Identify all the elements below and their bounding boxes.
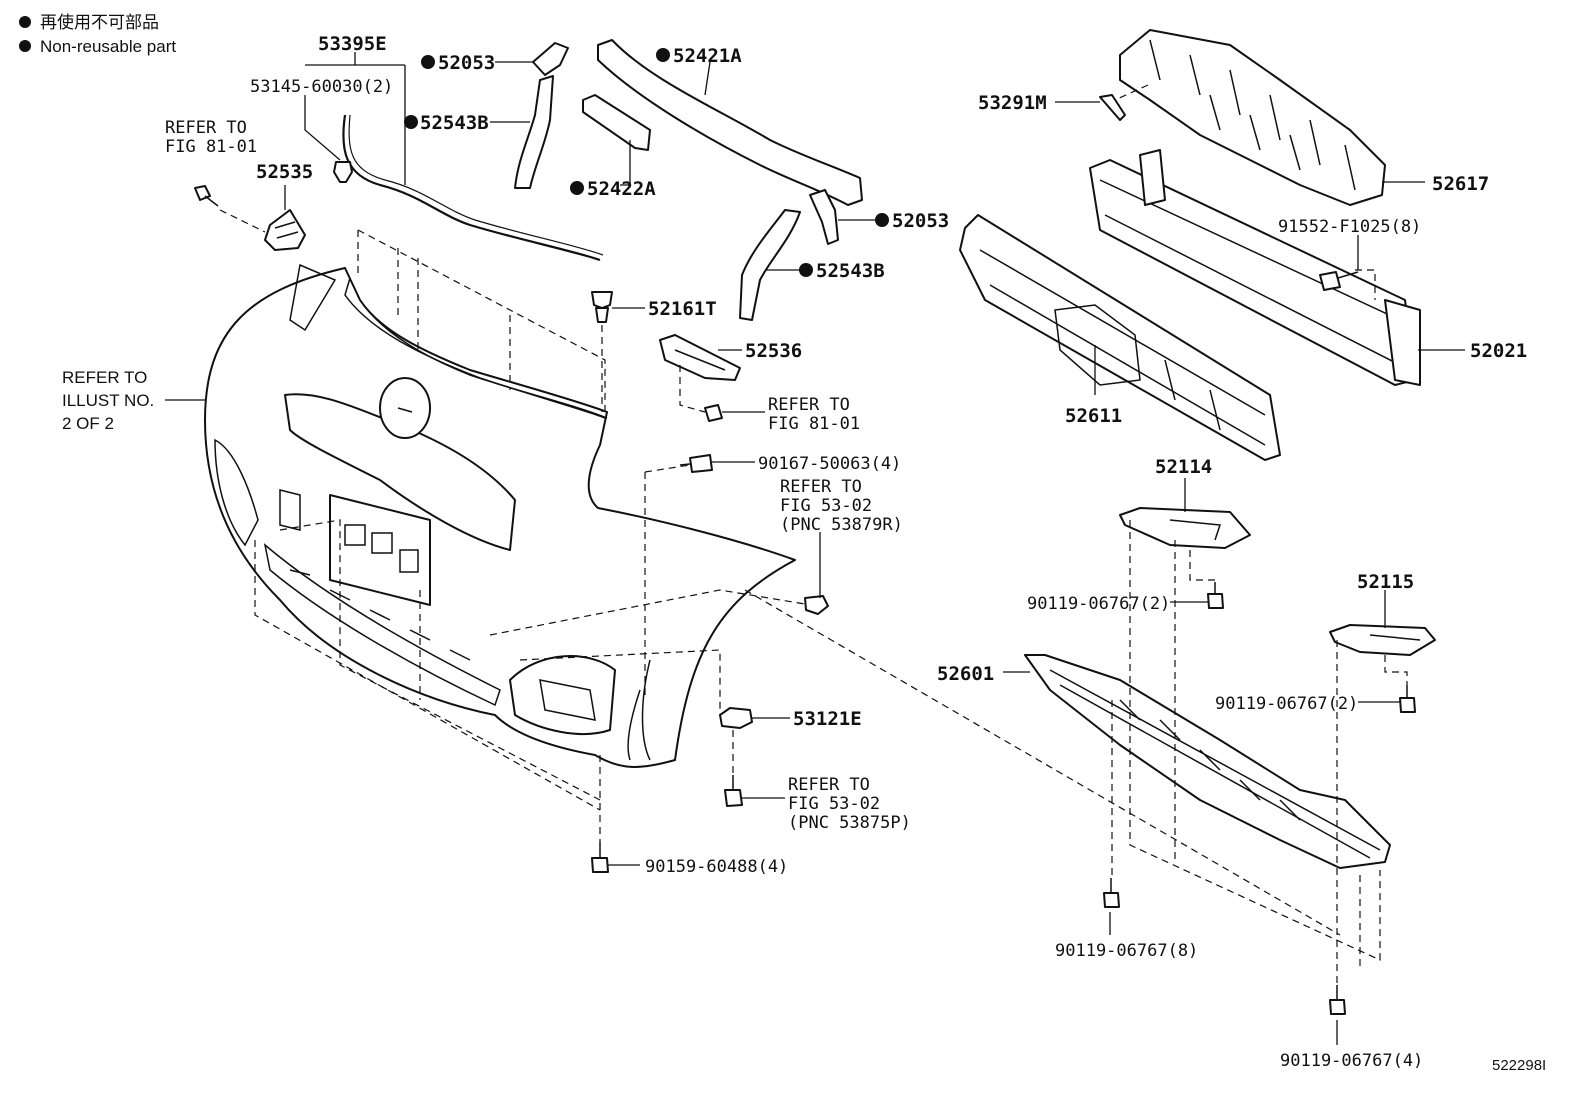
label-52543B: 52543B	[816, 260, 885, 282]
label-90167: 90167-50063(4)	[758, 454, 901, 474]
label-90119: 90119-06767(8)	[1055, 941, 1198, 961]
label-52422A: 52422A	[587, 178, 656, 200]
label-52601: 52601	[937, 663, 994, 685]
bolt-90119-icon	[1207, 582, 1224, 609]
label-52611: 52611	[1065, 405, 1122, 427]
legend: 再使用不可部品 Non-reusable part	[19, 12, 176, 56]
pad-52053-right	[809, 189, 839, 245]
label-90159: 90159-60488(4)	[645, 857, 788, 877]
label-53145: 53145-60030(2)	[250, 77, 393, 97]
non-reusable-dot-icon	[799, 263, 813, 277]
label-52115: 52115	[1357, 571, 1414, 593]
bolt-90119-icon	[1399, 685, 1416, 713]
non-reusable-dot-icon	[570, 181, 584, 195]
clip-53291M	[1099, 94, 1126, 121]
refer-line: FIG 53-02	[780, 496, 872, 516]
label-52114: 52114	[1155, 456, 1212, 478]
refer-line: REFER TO	[780, 477, 862, 497]
nut-icon	[804, 595, 829, 615]
refer-line: REFER TO	[165, 118, 247, 138]
refer-line: ILLUST NO.	[62, 391, 154, 410]
label-52021: 52021	[1470, 340, 1527, 362]
refer-line: REFER TO	[768, 395, 850, 415]
screw-90167-icon	[679, 454, 713, 473]
non-reusable-dot-icon	[19, 40, 31, 52]
label-52536: 52536	[745, 340, 802, 362]
figure-id: 522298I	[1492, 1057, 1546, 1074]
legend-jp: 再使用不可部品	[40, 12, 159, 32]
legend-en: Non-reusable part	[40, 37, 176, 56]
non-reusable-dot-icon	[656, 48, 670, 62]
label-91552: 91552-F1025(8)	[1278, 217, 1421, 237]
refer-r5: REFER TO FIG 53-02 (PNC 53875P)	[788, 775, 911, 833]
non-reusable-dot-icon	[421, 55, 435, 69]
seal-strip-53395E	[342, 114, 601, 262]
refer-r4: REFER TO FIG 53-02 (PNC 53879R)	[780, 477, 903, 535]
clip-53145	[333, 161, 353, 183]
bracket-52536	[659, 334, 741, 381]
refer-r2: REFER TO ILLUST NO. 2 OF 2	[62, 368, 154, 433]
label-52053: 52053	[892, 210, 949, 232]
non-reusable-dot-icon	[875, 213, 889, 227]
part-labels: 53395E 53145-60030(2) 52053 52421A 52543…	[250, 33, 1546, 1074]
absorber-52617	[1119, 29, 1386, 206]
bolt-icon	[194, 185, 219, 207]
label-52053: 52053	[438, 52, 495, 74]
bracket-52535	[264, 209, 306, 251]
refer-line: FIG 53-02	[788, 794, 880, 814]
refer-line: 2 OF 2	[62, 414, 114, 433]
refer-r3: REFER TO FIG 81-01	[768, 395, 860, 434]
refer-line: FIG 81-01	[768, 414, 860, 434]
bolt-90119-icon	[1329, 985, 1346, 1015]
bumper-cover	[204, 263, 796, 768]
refer-line: (PNC 53875P)	[788, 813, 911, 833]
label-52421A: 52421A	[673, 45, 742, 67]
refer-line: FIG 81-01	[165, 137, 257, 157]
label-52161T: 52161T	[648, 298, 717, 320]
bolt-90159-icon	[591, 842, 609, 873]
bolt-91552-icon	[1319, 271, 1359, 291]
refer-line: REFER TO	[788, 775, 870, 795]
undercover-52601	[1024, 654, 1391, 869]
label-90119: 90119-06767(2)	[1215, 694, 1358, 714]
spacer-52422A	[582, 94, 651, 151]
retainer-52611	[959, 214, 1281, 461]
non-reusable-dot-icon	[19, 16, 31, 28]
guide-52114	[1119, 507, 1251, 549]
label-52543B: 52543B	[420, 112, 489, 134]
bracket-53121E	[719, 707, 753, 729]
label-52617: 52617	[1432, 173, 1489, 195]
spacer-52421A	[597, 39, 863, 206]
assembly-lines	[219, 84, 1408, 985]
label-90119: 90119-06767(4)	[1280, 1051, 1423, 1071]
bolt-53875P-icon	[724, 775, 743, 807]
refer-r1: REFER TO FIG 81-01	[165, 118, 257, 157]
refer-line: (PNC 53879R)	[780, 515, 903, 535]
pad-52053-top	[532, 42, 569, 76]
guide-52115	[1329, 624, 1436, 656]
label-53291M: 53291M	[978, 92, 1047, 114]
leader-lines	[165, 52, 1465, 1045]
spacer-52543B-left	[514, 75, 554, 189]
clip-52161T	[591, 291, 613, 323]
reinforcement-52021	[1089, 149, 1421, 386]
refer-line: REFER TO	[62, 368, 147, 387]
non-reusable-dot-icon	[404, 115, 418, 129]
spacer-52543B-right	[739, 209, 801, 321]
bolt-90119-icon	[1103, 878, 1120, 908]
label-90119: 90119-06767(2)	[1027, 594, 1170, 614]
label-52535: 52535	[256, 161, 313, 183]
label-53121E: 53121E	[793, 708, 862, 730]
label-53395E: 53395E	[318, 33, 387, 55]
bolt-icon	[704, 404, 723, 422]
